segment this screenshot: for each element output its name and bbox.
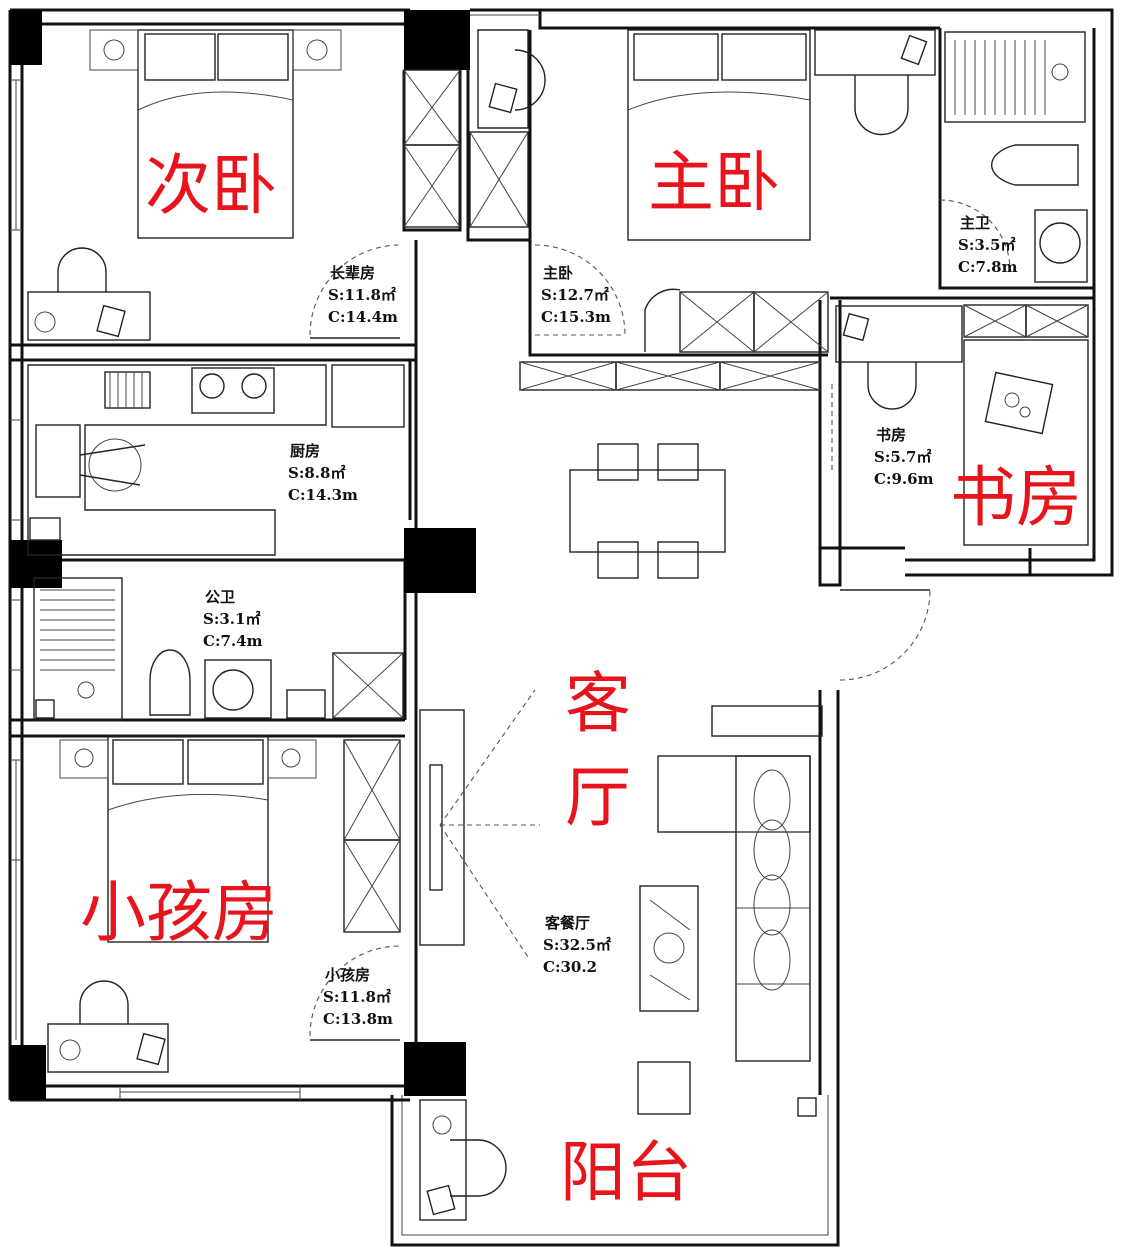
room-perimeter: C:7.4m (203, 632, 263, 650)
room-perimeter: C:7.8m (958, 258, 1018, 276)
master-bedroom-label: 主卧 (648, 144, 780, 221)
public-bath-info: 公卫 S:3.1㎡ C:7.4m (203, 588, 263, 650)
room-area: S:11.8㎡ (328, 286, 396, 304)
master-bath-info: 主卫 S:3.5㎡ C:7.8m (958, 214, 1018, 276)
living-room-label-line1: 客 (565, 665, 631, 742)
room-perimeter: C:14.4m (328, 308, 398, 326)
columns (10, 10, 476, 1100)
room-area: S:5.7㎡ (874, 448, 931, 466)
room-perimeter: C:9.6m (874, 470, 934, 488)
room-area: S:3.1㎡ (203, 610, 260, 628)
study-label: 书房 (950, 459, 1082, 536)
kids-room-info: 小孩房 S:11.8㎡ C:13.8m (323, 966, 393, 1028)
room-perimeter: C:15.3m (541, 308, 611, 326)
walls (8, 8, 1114, 1247)
room-name: 长辈房 (330, 264, 375, 282)
secondary-bedroom-info: 长辈房 S:11.8㎡ C:14.4m (328, 264, 398, 326)
room-name: 小孩房 (325, 966, 370, 984)
room-name: 书房 (876, 426, 906, 444)
living-dining-furniture (419, 443, 931, 1117)
room-area: S:12.7㎡ (541, 286, 609, 304)
living-room-info: 客餐厅 S:32.5㎡ C:30.2 (543, 914, 611, 976)
room-perimeter: C:13.8m (323, 1010, 393, 1028)
room-name: 公卫 (205, 588, 235, 606)
kitchen-fixtures (27, 364, 405, 556)
room-name: 客餐厅 (544, 914, 590, 932)
study-info: 书房 S:5.7㎡ C:9.6m (874, 426, 934, 488)
secondary-bedroom-label: 次卧 (145, 147, 277, 224)
kitchen-info: 厨房 S:8.8㎡ C:14.3m (288, 442, 358, 504)
kids-room-label: 小孩房 (80, 874, 278, 951)
room-area: S:11.8㎡ (323, 988, 391, 1006)
room-name: 主卫 (960, 214, 990, 232)
room-area: S:3.5㎡ (958, 236, 1015, 254)
room-area: S:32.5㎡ (543, 936, 611, 954)
room-area: S:8.8㎡ (288, 464, 345, 482)
balcony-furniture (419, 1099, 507, 1221)
secondary-bedroom-furniture (27, 29, 401, 341)
wardrobes (343, 69, 1089, 933)
balcony-label: 阳台 (560, 1134, 692, 1211)
room-perimeter: C:14.3m (288, 486, 358, 504)
living-room-label-line2: 厅 (565, 759, 631, 836)
master-bedroom-info: 主卧 S:12.7㎡ C:15.3m (541, 264, 611, 326)
master-bedroom-furniture (477, 29, 936, 352)
master-bath-fixtures (939, 31, 1088, 283)
study-furniture (831, 305, 1089, 546)
room-name: 主卧 (543, 264, 573, 282)
kids-room-furniture (47, 735, 401, 1073)
room-perimeter: C:30.2 (543, 958, 597, 976)
public-bath-fixtures (33, 577, 404, 721)
room-name: 厨房 (290, 442, 320, 460)
